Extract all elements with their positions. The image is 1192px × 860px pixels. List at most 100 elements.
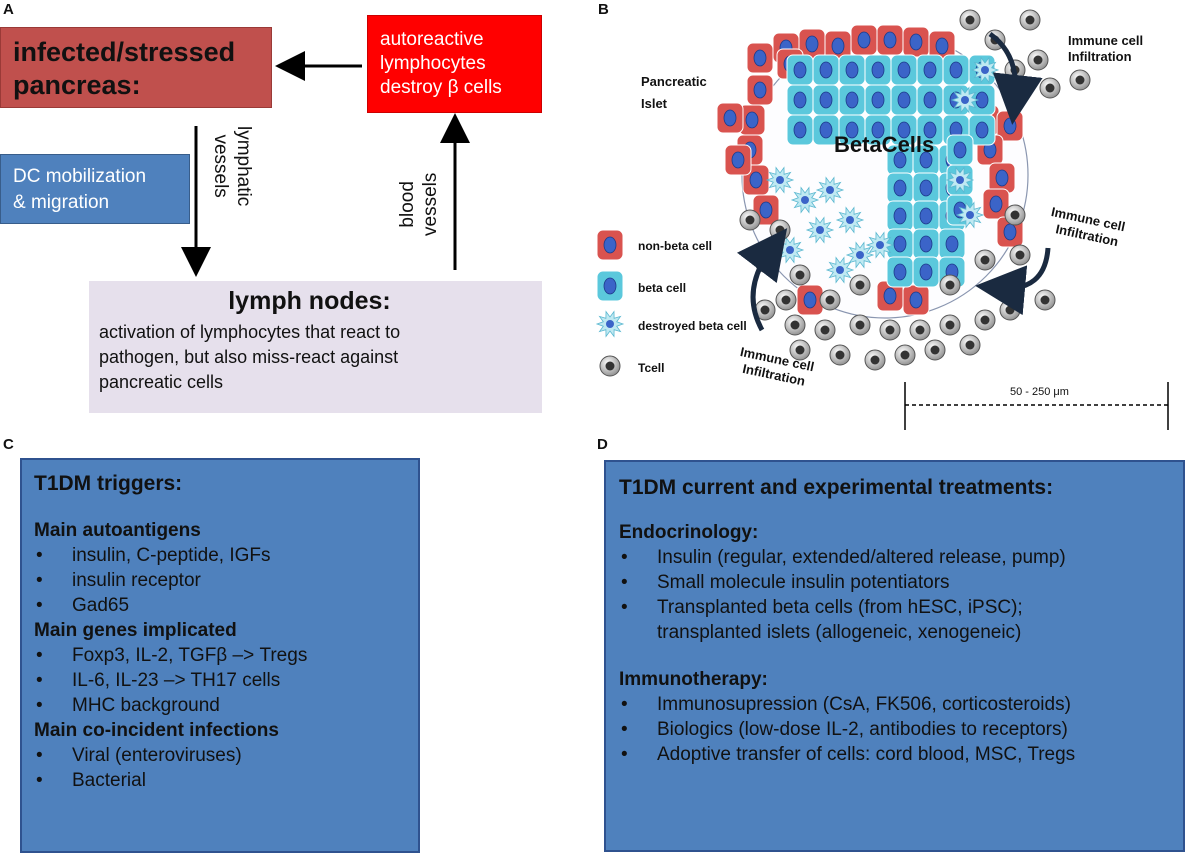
non-beta-cell xyxy=(928,30,956,62)
t-cell xyxy=(959,9,981,31)
destroyed-beta-cell xyxy=(865,231,895,259)
t-cell xyxy=(974,309,996,331)
non-beta-cell xyxy=(746,42,774,74)
beta-cell xyxy=(886,144,914,176)
endocrinology-heading: Endocrinology: xyxy=(619,522,759,543)
legend-beta-cell: beta cell xyxy=(638,281,687,295)
t-cell xyxy=(909,319,931,341)
beta-cell xyxy=(890,114,918,146)
infections-heading: Main co-incident infections xyxy=(34,720,279,741)
destroyed-beta-cell xyxy=(970,56,1000,84)
non-beta-cell xyxy=(902,284,930,316)
beta-cell xyxy=(916,84,944,116)
t-cell xyxy=(789,339,811,361)
lymph-nodes-title: lymph nodes: xyxy=(228,287,391,315)
t-cell xyxy=(789,264,811,286)
non-beta-cell xyxy=(824,30,852,62)
dc-mobilization-box: DC mobilization & migration xyxy=(0,154,190,224)
pancreatic-islet-illustration xyxy=(595,9,1169,430)
t-cell xyxy=(1034,289,1056,311)
beta-cells-title: BetaCells xyxy=(834,132,935,157)
destroyed-beta-cell xyxy=(815,176,845,204)
beta-cell xyxy=(912,172,940,204)
dc-line-2: & migration xyxy=(13,192,110,213)
t-cell xyxy=(974,249,996,271)
genes-heading: Main genes implicated xyxy=(34,620,237,641)
t-cell xyxy=(819,289,841,311)
treatments-title: T1DM current and experimental treatments… xyxy=(619,476,1054,499)
beta-cell xyxy=(890,84,918,116)
destroyed-beta-cell xyxy=(765,166,795,194)
list-item: insulin receptor xyxy=(34,568,418,593)
destroyed-beta-cell xyxy=(845,241,875,269)
beta-cell xyxy=(912,256,940,288)
beta-cell xyxy=(942,54,970,86)
islet-line-2: Islet xyxy=(641,96,668,111)
t-cell xyxy=(849,274,871,296)
legend-non-beta-icon xyxy=(596,229,624,261)
list-item: Adoptive transfer of cells: cord blood, … xyxy=(619,742,1183,767)
legend-tcell: Tcell xyxy=(638,361,665,375)
destroyed-beta-cell xyxy=(790,186,820,214)
lymph-line-1: activation of lymphocytes that react to xyxy=(99,322,401,342)
beta-cell xyxy=(838,114,866,146)
endocrinology-list: Insulin (regular, extended/altered relea… xyxy=(619,545,1183,620)
t-cell xyxy=(879,319,901,341)
destroyed-beta-cell xyxy=(825,256,855,284)
beta-cell xyxy=(968,114,996,146)
beta-cell xyxy=(864,114,892,146)
non-beta-cell xyxy=(738,104,766,136)
infections-list: Viral (enteroviruses) Bacterial xyxy=(34,743,418,793)
non-beta-cell xyxy=(796,284,824,316)
non-beta-cell xyxy=(988,162,1016,194)
pancreatic-islet-label: Pancreatic Islet xyxy=(641,74,707,112)
infil-top-line-2: Infiltration xyxy=(1068,49,1132,64)
beta-cell xyxy=(886,256,914,288)
panel-a-arrows xyxy=(181,51,470,277)
non-beta-cell xyxy=(724,144,752,176)
t1dm-triggers-box: T1DM triggers: Main autoantigens insulin… xyxy=(20,458,420,853)
list-item: Transplanted beta cells (from hESC, iPSC… xyxy=(619,595,1183,620)
auto-line-1: autoreactive xyxy=(380,29,484,50)
auto-line-2: lymphocytes xyxy=(380,53,486,74)
beta-cell xyxy=(890,54,918,86)
t-cell xyxy=(1069,69,1091,91)
t-cell xyxy=(959,334,981,356)
triggers-title: T1DM triggers: xyxy=(34,472,183,495)
islet-line-1: Pancreatic xyxy=(641,74,707,89)
list-item: MHC background xyxy=(34,693,418,718)
autoantigens-list: insulin, C-peptide, IGFs insulin recepto… xyxy=(34,543,418,618)
beta-cell xyxy=(916,114,944,146)
beta-cell xyxy=(786,54,814,86)
lymph-line-2: pathogen, but also miss-react against xyxy=(99,347,399,367)
beta-cell xyxy=(812,114,840,146)
t-cell xyxy=(775,289,797,311)
list-item: Biologics (low-dose IL-2, antibodies to … xyxy=(619,717,1183,742)
t-cell xyxy=(784,314,806,336)
non-beta-cell xyxy=(850,24,878,56)
t-cell xyxy=(1009,244,1031,266)
t-cell xyxy=(999,299,1021,321)
autoantigens-heading: Main autoantigens xyxy=(34,520,201,541)
dc-line-1: DC mobilization xyxy=(13,166,147,187)
lymph-line-3: pancreatic cells xyxy=(99,372,224,392)
t-cell xyxy=(1039,77,1061,99)
immunotherapy-heading: Immunotherapy: xyxy=(619,669,768,690)
list-item: Insulin (regular, extended/altered relea… xyxy=(619,545,1183,570)
panel-label-a: A xyxy=(3,1,14,18)
list-item: Small molecule insulin potentiators xyxy=(619,570,1183,595)
list-item: Immunosupression (CsA, FK506, corticoste… xyxy=(619,692,1183,717)
beta-cell xyxy=(916,54,944,86)
destroyed-beta-cell xyxy=(945,166,975,194)
autoreactive-lymphocytes-box: autoreactive lymphocytes destroy β cells xyxy=(367,15,542,113)
beta-cell xyxy=(912,144,940,176)
t-cell xyxy=(739,209,761,231)
list-item: Viral (enteroviruses) xyxy=(34,743,418,768)
infected-line-1: infected/stressed xyxy=(13,37,236,67)
beta-cell xyxy=(946,134,974,166)
beta-cell xyxy=(886,172,914,204)
beta-cell xyxy=(838,54,866,86)
t-cell xyxy=(939,274,961,296)
panel-label-c: C xyxy=(3,436,14,453)
legend-destroyed-beta-cell: destroyed beta cell xyxy=(638,319,747,333)
